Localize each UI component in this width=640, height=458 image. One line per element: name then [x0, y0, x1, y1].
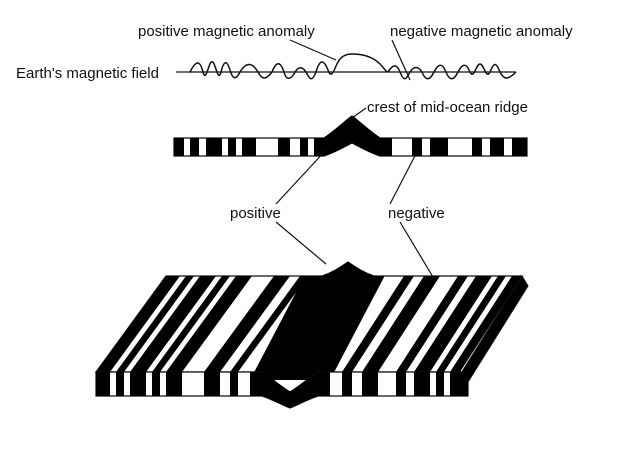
negative-label: negative: [388, 205, 445, 222]
ridge-cross-section: [173, 115, 528, 157]
negative-leader-lower: [399, 221, 437, 283]
magnetic-anomaly-profile: [189, 53, 517, 80]
positive-leader-upper: [275, 149, 327, 205]
anomaly-curve: [189, 53, 517, 80]
ridge-crest-leader: [351, 107, 367, 119]
ridge-crest-label: crest of mid-ocean ridge: [367, 99, 528, 116]
top-stripes: [96, 262, 522, 380]
negative-anomaly-leader: [391, 39, 411, 81]
earth-field-label: Earth's magnetic field: [16, 65, 159, 82]
positive-anomaly-label: positive magnetic anomaly: [138, 23, 315, 40]
positive-anomaly-leader: [289, 39, 337, 61]
positive-label: positive: [230, 205, 281, 222]
seafloor-block: [94, 261, 529, 409]
negative-anomaly-label: negative magnetic anomaly: [390, 23, 573, 40]
positive-leader-lower: [275, 221, 327, 265]
negative-leader-upper: [389, 149, 419, 205]
